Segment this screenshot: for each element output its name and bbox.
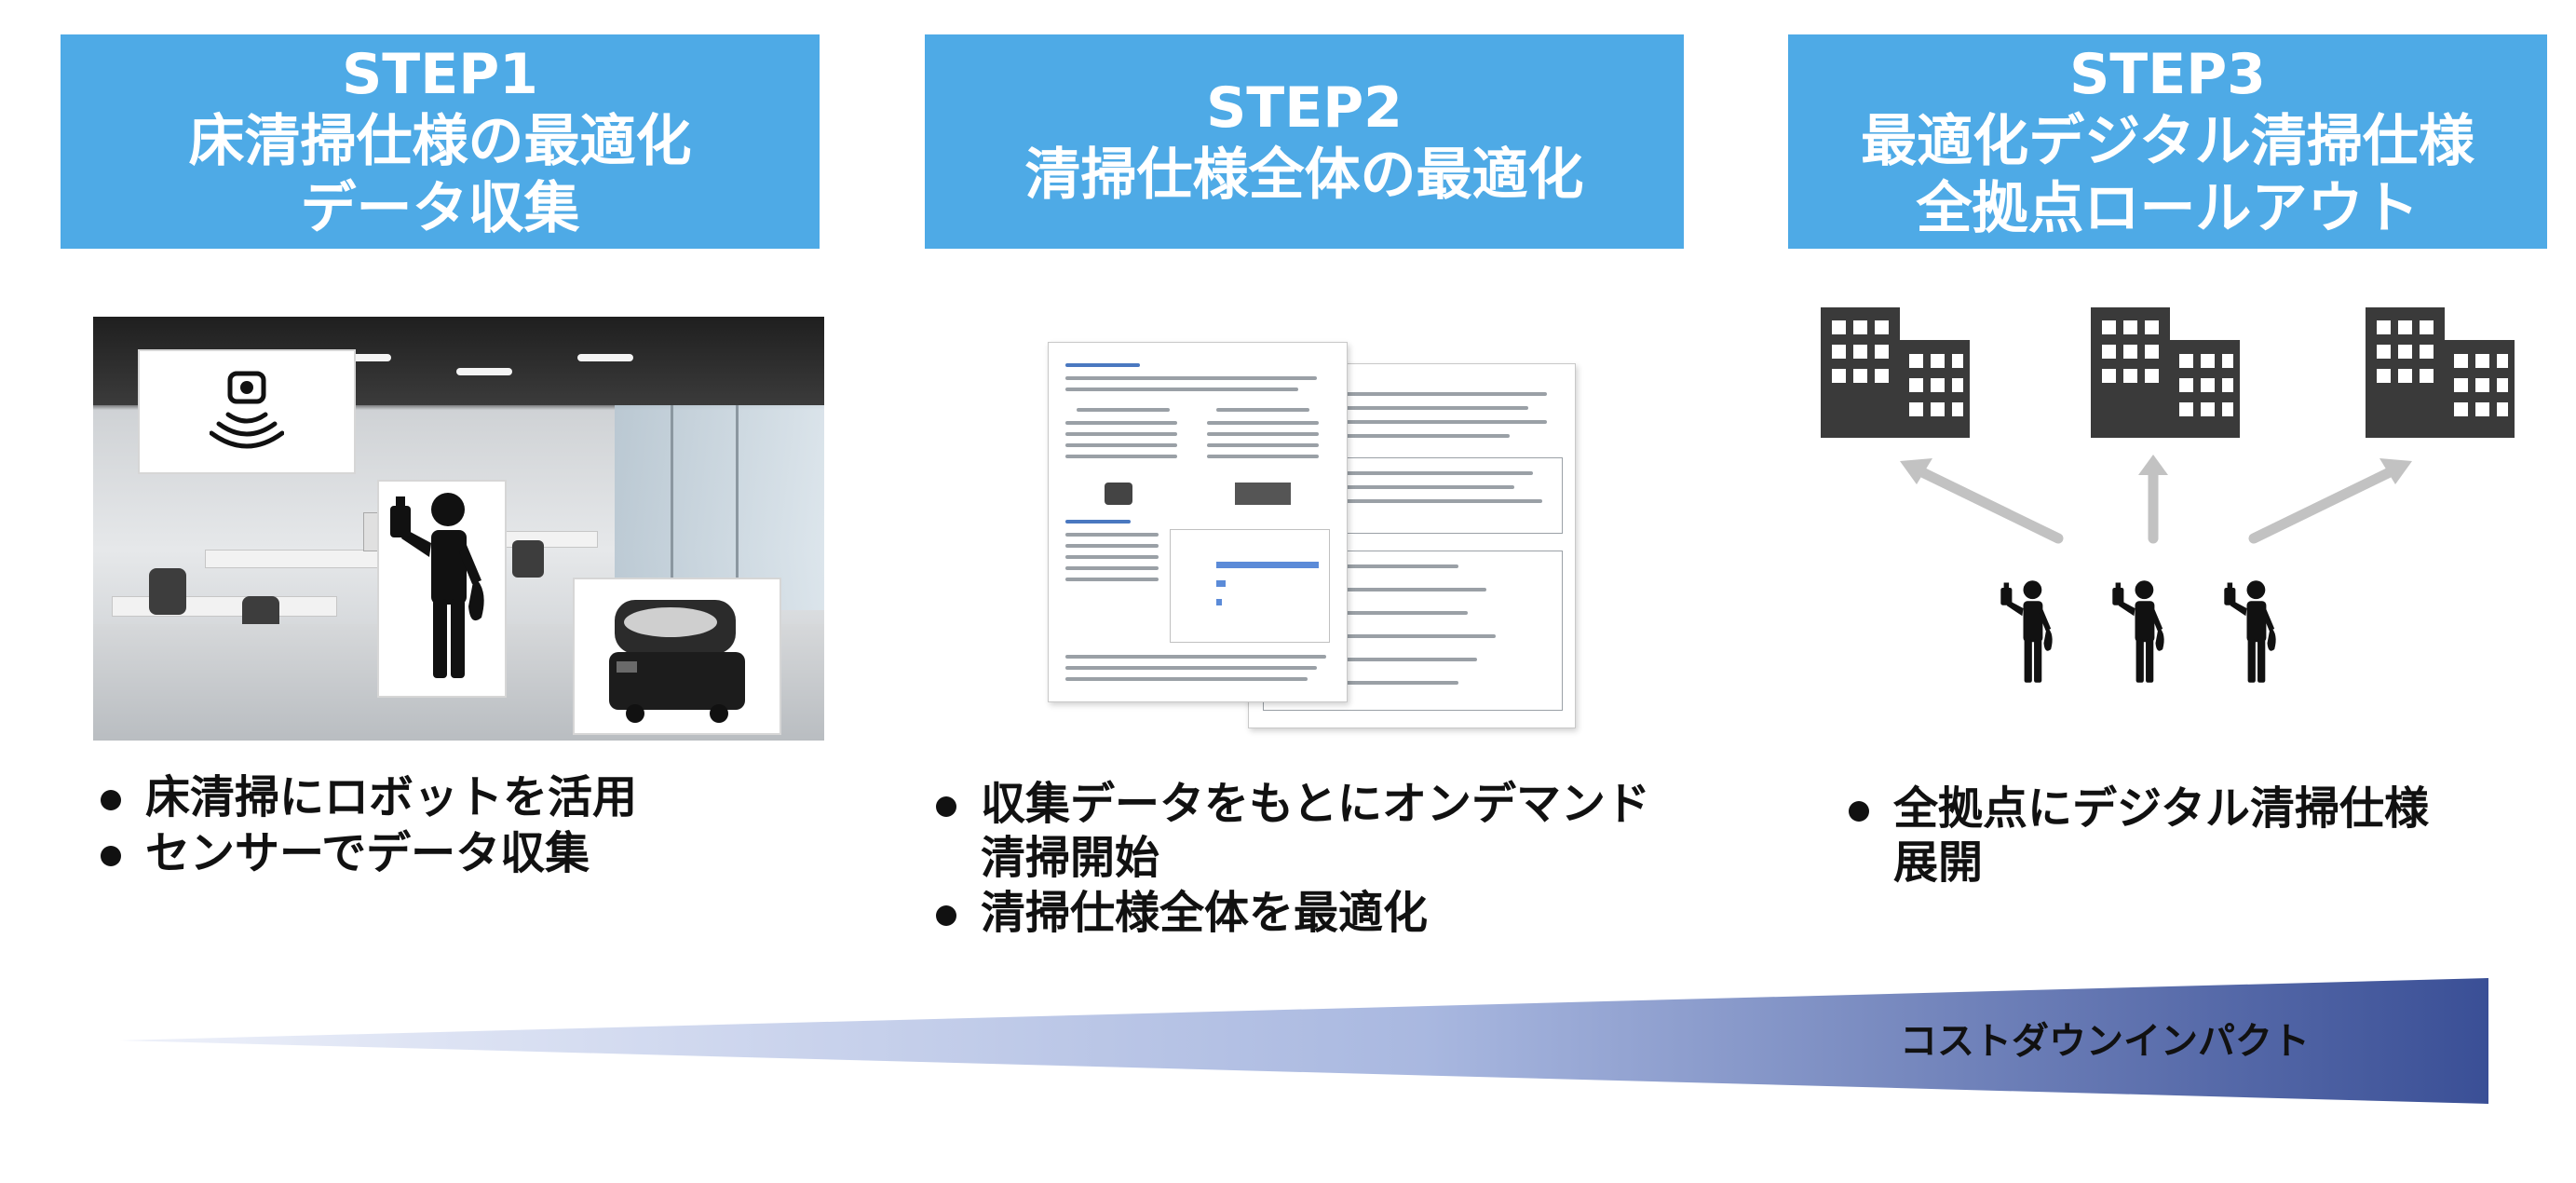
cleaning-worker-icon <box>2112 580 2164 683</box>
step3-illustration <box>1821 307 2515 683</box>
step3-header: STEP3 最適化デジタル清掃仕様 全拠点ロールアウト <box>1788 34 2547 249</box>
sensor-signal-icon <box>210 371 284 449</box>
step3-subtitle: 最適化デジタル清掃仕様 <box>1861 109 2474 174</box>
sensor-panel <box>138 349 356 474</box>
bullet-dot <box>936 796 956 817</box>
arrow-up-icon <box>2138 455 2168 544</box>
office-building-icon <box>1821 307 1970 438</box>
step1-bullet-1: 床清掃にロボットを活用 <box>101 771 637 825</box>
step3-bullets: 全拠点にデジタル清掃仕様 展開 <box>1849 782 2429 890</box>
step1-subtitle-2: データ収集 <box>300 176 580 241</box>
robot-panel <box>573 578 781 735</box>
step1-title: STEP1 <box>342 42 538 107</box>
arrow-up-icon <box>1900 458 2064 544</box>
cleaning-worker-icon <box>2000 580 2053 683</box>
arrow-up-icon <box>2248 458 2412 544</box>
impact-label: コストダウンインパクト <box>1900 1020 2310 1063</box>
step2-title: STEP2 <box>1206 75 1403 141</box>
office-building-icon <box>2366 307 2515 438</box>
step2-header: STEP2 清掃仕様全体の最適化 <box>925 34 1684 249</box>
step3-bullet-1: 全拠点にデジタル清掃仕様 展開 <box>1849 782 2429 890</box>
bullet-text-cont: 清掃開始 <box>981 831 1160 884</box>
bullet-dot <box>1849 801 1869 822</box>
bullet-dot <box>101 845 121 866</box>
bullet-text: 収集データをもとにオンデマンド <box>981 778 1651 830</box>
step2-subtitle: 清掃仕様全体の最適化 <box>1024 143 1584 208</box>
step1-header: STEP1 床清掃仕様の最適化 データ収集 <box>61 34 820 249</box>
cleaner-panel <box>377 480 507 698</box>
step2-bullet-1: 収集データをもとにオンデマンド 清掃開始 <box>936 778 1650 885</box>
step2-bullets: 収集データをもとにオンデマンド 清掃開始 清掃仕様全体を最適化 <box>936 778 1650 941</box>
step1-bullets: 床清掃にロボットを活用 センサーでデータ収集 <box>101 771 637 880</box>
step3-title: STEP3 <box>2069 42 2266 107</box>
bullet-text: 全拠点にデジタル清掃仕様 <box>1893 782 2430 835</box>
cleaning-robot-icon <box>609 600 745 723</box>
office-photo <box>93 317 824 741</box>
office-building-icon <box>2091 307 2240 438</box>
cleaning-spec-document-front <box>1048 342 1348 702</box>
bullet-dot <box>101 790 121 810</box>
bullet-text: センサーでデータ収集 <box>145 826 590 879</box>
step1-bullet-2: センサーでデータ収集 <box>101 827 637 881</box>
bullet-text: 清掃仕様全体を最適化 <box>981 887 1429 940</box>
bullet-text: 床清掃にロボットを活用 <box>145 771 638 823</box>
step1-subtitle: 床清掃仕様の最適化 <box>188 109 692 174</box>
step3-subtitle-2: 全拠点ロールアウト <box>1916 176 2420 241</box>
bullet-dot <box>936 905 956 927</box>
step2-bullet-2: 清掃仕様全体を最適化 <box>936 887 1650 941</box>
bullet-text-cont: 展開 <box>1893 836 1984 889</box>
cleaning-worker-icon <box>390 493 484 678</box>
cleaning-worker-icon <box>2224 580 2276 683</box>
